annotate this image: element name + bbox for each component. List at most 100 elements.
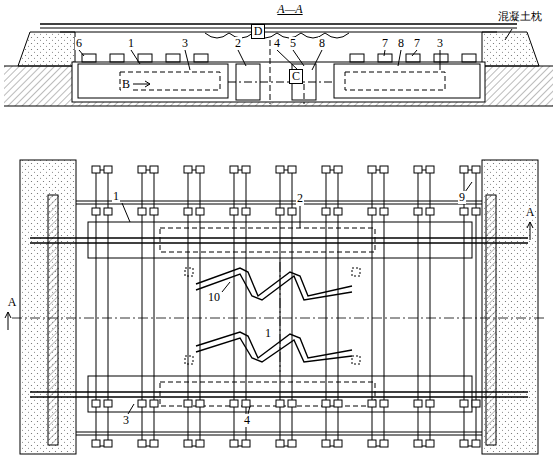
fastener — [322, 208, 330, 215]
fastener — [196, 208, 204, 215]
fastener — [414, 400, 422, 407]
callout-number: 8 — [397, 37, 405, 50]
fastener — [322, 400, 330, 407]
section-marker: B — [121, 78, 131, 91]
fastener — [414, 208, 422, 215]
callout-number: 3 — [181, 37, 189, 50]
section-marker: A — [525, 206, 536, 219]
fastener — [368, 440, 376, 447]
fastener — [230, 208, 238, 215]
longitudinal-beam — [78, 64, 228, 98]
fastener — [150, 400, 158, 407]
callout-number: 4 — [243, 414, 251, 427]
fastener — [380, 208, 388, 215]
fastener — [472, 166, 480, 173]
fastener — [92, 440, 100, 447]
fastener — [138, 166, 146, 173]
fastener — [426, 166, 434, 173]
fastener — [276, 208, 284, 215]
fastener — [322, 166, 330, 173]
fastener — [196, 400, 204, 407]
concrete-abutment — [20, 160, 76, 454]
section-marker: D — [251, 24, 266, 39]
fastener — [288, 440, 296, 447]
fastener — [92, 166, 100, 173]
fastener — [138, 440, 146, 447]
fastener — [150, 440, 158, 447]
fastener — [288, 400, 296, 407]
fastener — [334, 440, 342, 447]
callout-number: 10 — [207, 291, 221, 304]
fastener — [380, 400, 388, 407]
fastener — [196, 166, 204, 173]
section-title: A—A — [276, 3, 303, 16]
fastener — [104, 208, 112, 215]
fastener — [242, 400, 250, 407]
fastener — [472, 400, 480, 407]
callout-number: 1 — [264, 327, 272, 340]
fastener — [334, 166, 342, 173]
callout-number: 2 — [234, 37, 242, 50]
fastener — [276, 440, 284, 447]
callout-number: 5 — [289, 37, 297, 50]
fastener — [414, 440, 422, 447]
section-marker: C — [289, 69, 303, 84]
fastener — [184, 208, 192, 215]
cross-brace — [196, 268, 352, 362]
fastener — [138, 400, 146, 407]
fastener — [334, 208, 342, 215]
fastener — [230, 440, 238, 447]
fastener — [138, 208, 146, 215]
fastener — [184, 400, 192, 407]
fastener — [426, 208, 434, 215]
fastener — [276, 400, 284, 407]
callout-number: 4 — [273, 37, 281, 50]
fastener — [92, 400, 100, 407]
callout-number: 8 — [318, 37, 326, 50]
callout-number: 7 — [413, 37, 421, 50]
fastener — [230, 166, 238, 173]
fastener — [380, 440, 388, 447]
fastener — [104, 166, 112, 173]
concrete-sleeper — [482, 32, 539, 66]
callout-number: 3 — [122, 414, 130, 427]
fastener — [472, 208, 480, 215]
fastener — [322, 440, 330, 447]
callout-number: 7 — [381, 37, 389, 50]
fastener — [104, 400, 112, 407]
callout-number: 1 — [127, 37, 135, 50]
fastener — [426, 400, 434, 407]
fastener — [196, 440, 204, 447]
fastener — [150, 166, 158, 173]
fastener — [368, 166, 376, 173]
callout-number: 6 — [75, 37, 83, 50]
fastener — [288, 166, 296, 173]
fastener — [288, 208, 296, 215]
fastener — [460, 166, 468, 173]
fastener — [426, 440, 434, 447]
callout-number: 9 — [458, 191, 466, 204]
fastener — [150, 208, 158, 215]
fastener — [184, 440, 192, 447]
fastener — [460, 400, 468, 407]
fastener — [184, 166, 192, 173]
callout-number: 3 — [436, 37, 444, 50]
fastener — [334, 400, 342, 407]
fastener — [368, 208, 376, 215]
fastener — [276, 166, 284, 173]
fastener — [460, 440, 468, 447]
concrete-abutment — [482, 160, 538, 454]
fastener — [460, 208, 468, 215]
fastener — [472, 440, 480, 447]
fastener — [230, 400, 238, 407]
fastener — [242, 166, 250, 173]
longitudinal-beam — [334, 64, 480, 98]
fastener — [414, 166, 422, 173]
timber-tie — [82, 54, 476, 62]
fastener — [92, 208, 100, 215]
fastener — [242, 208, 250, 215]
callout-number: 2 — [296, 192, 304, 205]
callout-number: 1 — [112, 190, 120, 203]
fastener — [380, 166, 388, 173]
